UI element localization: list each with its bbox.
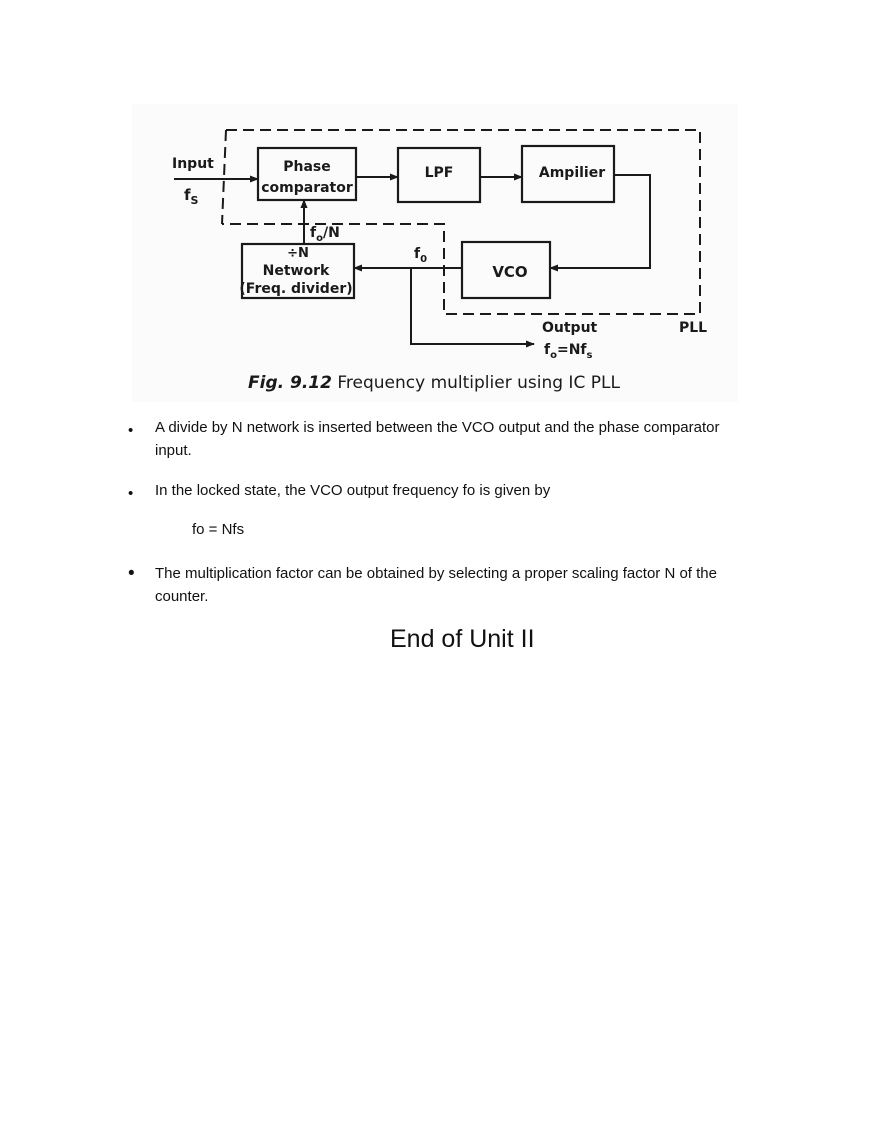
- network-label: Network: [263, 263, 330, 279]
- fo-over-n-label: fo/N: [310, 225, 340, 244]
- bullet-marker: •: [128, 422, 134, 439]
- pll-label: PLL: [679, 320, 707, 336]
- bullet-text: A divide by N network is inserted betwee…: [155, 419, 720, 459]
- bullet-marker: •: [128, 485, 134, 502]
- end-of-unit-heading: End of Unit II: [390, 625, 535, 653]
- pll-block-diagram: Input fS Phase comparator LPF Ampilier V…: [132, 104, 738, 402]
- figure-number: Fig. 9.12: [248, 373, 332, 393]
- figure-caption-text: Frequency multiplier using IC PLL: [337, 373, 620, 393]
- amp-to-vco-path: [549, 174, 651, 272]
- bullet-marker: •: [128, 563, 135, 584]
- output-label: Output: [542, 320, 598, 336]
- freq-divider-label: (Freq. divider): [239, 281, 352, 297]
- figure-caption: Fig. 9.12 Frequency multiplier using IC …: [248, 373, 620, 393]
- output-path: [410, 268, 535, 348]
- pll-boundary-left: [221, 129, 227, 225]
- equation: fo = Nfs: [192, 521, 245, 538]
- divide-n-label: ÷N: [287, 246, 309, 261]
- pll-boundary: [222, 129, 701, 315]
- bullet-text: In the locked state, the VCO output freq…: [155, 482, 551, 499]
- vco-label: VCO: [492, 263, 527, 281]
- amplifier-label: Ampilier: [539, 165, 605, 181]
- fs-label: fS: [184, 186, 199, 207]
- output-equation-label: fo=Nfs: [544, 342, 593, 361]
- fo-label: f0: [414, 246, 427, 265]
- comparator-label: comparator: [261, 180, 353, 196]
- input-label: Input: [172, 156, 214, 172]
- bullet-text: The multiplication factor can be obtaine…: [155, 565, 717, 605]
- phase-label: Phase: [283, 159, 331, 175]
- lpf-label: LPF: [425, 165, 454, 181]
